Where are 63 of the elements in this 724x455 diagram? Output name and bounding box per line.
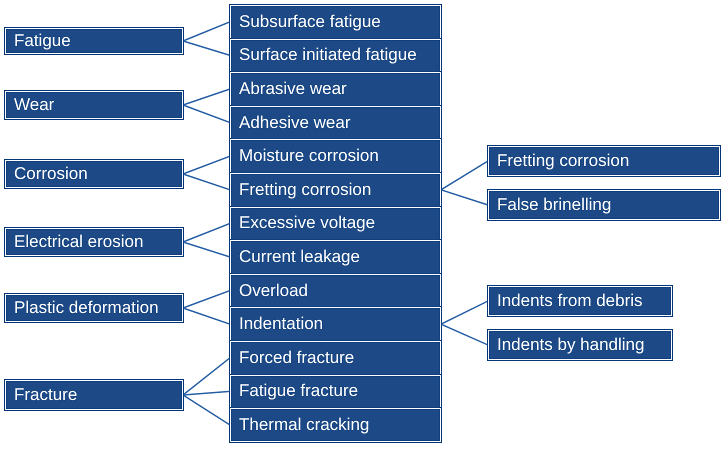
- connector-line: [182, 21, 230, 42]
- box-label: Forced fracture: [239, 348, 354, 368]
- box-label: Fracture: [14, 385, 78, 405]
- box-label: Plastic deformation: [14, 298, 159, 318]
- category-box: [230, 408, 441, 442]
- category-box: [230, 72, 441, 106]
- box-label: Fatigue fracture: [239, 381, 358, 402]
- box-label: Subsurface fatigue: [239, 12, 381, 32]
- connector-line: [182, 290, 230, 309]
- category-box: [230, 374, 441, 408]
- category-box: [488, 146, 720, 176]
- connector-line: [182, 222, 230, 243]
- box-label: False brinelling: [497, 195, 612, 215]
- box-label: Moisture corrosion: [239, 146, 379, 166]
- category-box: [488, 190, 720, 220]
- connector-line: [182, 88, 230, 106]
- connector-line: [182, 394, 230, 426]
- connector-line: [440, 160, 488, 190]
- connector-line: [440, 300, 488, 325]
- box-label: Fatigue: [14, 31, 71, 51]
- category-box: [230, 307, 441, 341]
- box-label: Indentation: [239, 314, 324, 334]
- connector-line: [182, 104, 230, 124]
- category-box: [488, 286, 672, 316]
- box-label: Indents by handling: [497, 335, 644, 355]
- category-box: [230, 38, 441, 72]
- category-box: [230, 274, 441, 308]
- box-label: Abrasive wear: [239, 78, 347, 99]
- connector-line: [440, 324, 488, 346]
- category-box: [488, 330, 672, 360]
- connector-line: [182, 156, 230, 175]
- box-label: Corrosion: [14, 164, 88, 184]
- box-label: Fretting corrosion: [497, 151, 630, 171]
- category-box: [5, 91, 183, 119]
- category-box: [230, 106, 441, 140]
- category-box: [230, 206, 441, 240]
- category-box: [5, 294, 183, 322]
- box-label: Current leakage: [239, 246, 360, 267]
- box-label: Wear: [14, 95, 54, 115]
- box-label: Surface initiated fatigue: [239, 45, 417, 66]
- box-label: Thermal cracking: [239, 414, 370, 435]
- connector-line: [182, 390, 230, 396]
- category-box: [230, 240, 441, 274]
- category-box: [5, 160, 183, 188]
- category-box: [230, 5, 441, 39]
- box-label: Overload: [239, 280, 308, 301]
- connector-line: [182, 241, 230, 258]
- category-box: [5, 380, 183, 410]
- box-label: Adhesive wear: [239, 112, 351, 133]
- connector-line: [182, 307, 230, 325]
- connector-line: [182, 357, 230, 396]
- box-label: Excessive voltage: [239, 213, 376, 234]
- connector-line: [182, 40, 230, 56]
- box-label: Indents from debris: [497, 291, 643, 311]
- category-box: [230, 341, 441, 375]
- category-box: [230, 173, 441, 207]
- category-box: [5, 228, 183, 256]
- category-box: [5, 28, 183, 54]
- box-label: Electrical erosion: [14, 232, 144, 252]
- box-label: Fretting corrosion: [239, 180, 372, 200]
- connector-line: [182, 173, 230, 191]
- connector-line: [440, 189, 488, 206]
- category-box: [230, 139, 441, 173]
